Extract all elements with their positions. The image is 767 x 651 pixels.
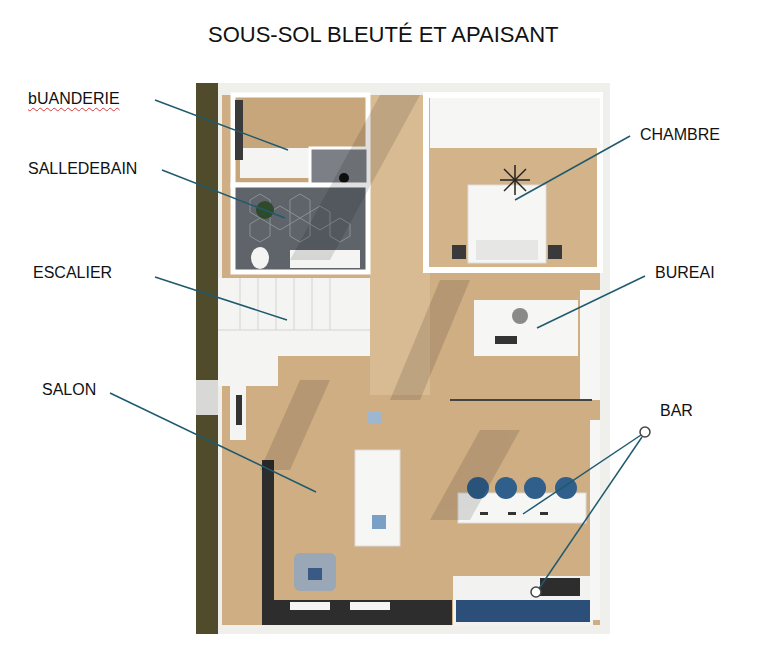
room-label: BAR xyxy=(660,402,693,420)
room-label: ESCALIER xyxy=(33,264,112,282)
room-label: BUREAI xyxy=(655,264,715,282)
room-label: bUANDERIE xyxy=(28,90,120,108)
room-label: SALON xyxy=(42,381,96,399)
room-label: SALLEDEBAIN xyxy=(28,160,137,178)
room-label: CHAMBRE xyxy=(640,126,720,144)
title: SOUS-SOL BLEUTÉ ET APAISANT xyxy=(208,22,558,48)
